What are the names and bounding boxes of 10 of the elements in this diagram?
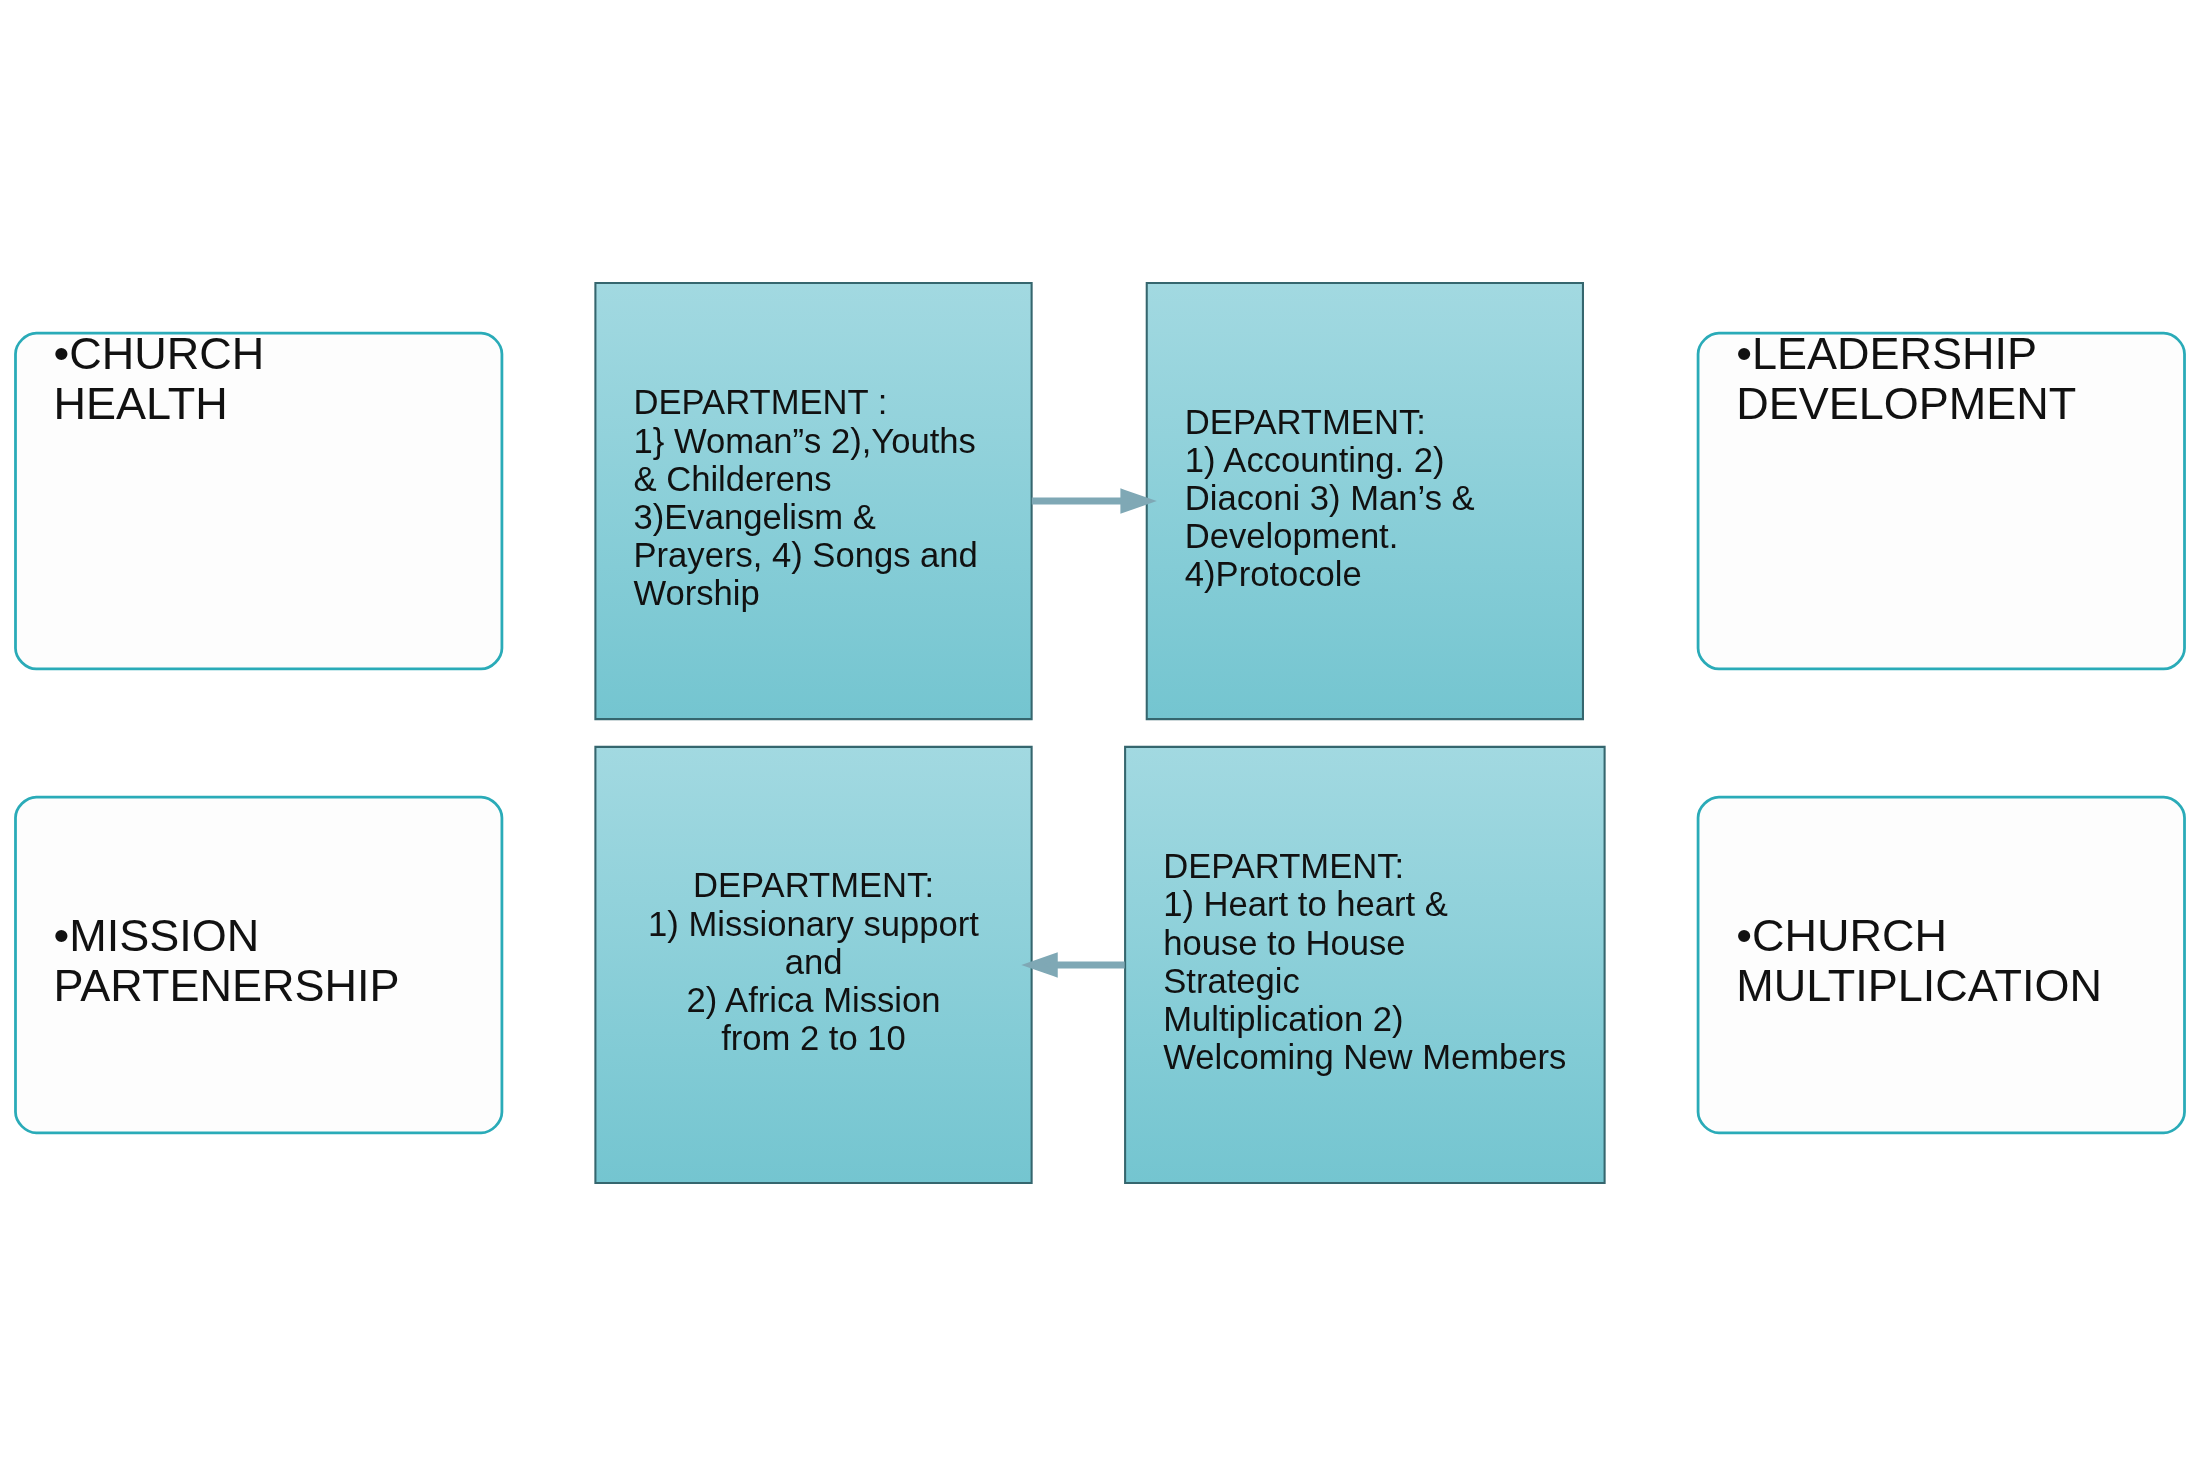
node-box: •CHURCH HEALTH [14,331,504,671]
node-box: DEPARTMENT: 1) Heart to heart & house to House Strategic Multiplication 2) Welcoming New Members [1124,745,1606,1185]
node-box: •LEADERSHIP DEVELOPMENT [1696,331,2186,671]
node-box: DEPARTMENT: 1) Missionary support and 2) Africa Mission from 2 to 10 [594,745,1033,1185]
arrow [1031,488,1157,514]
node-box: DEPARTMENT : 1} Woman”s 2),Youths & Childerens 3)Evangelism & Prayers, 4) Songs and Worship [594,281,1033,721]
arrow [1021,952,1125,978]
node-box: DEPARTMENT: 1) Accounting. 2) Diaconi 3) Man’s & Development. 4)Protocole [1145,281,1584,721]
node-box: •CHURCH MULTIPLICATION [1696,795,2186,1135]
node-box: •MISSION PARTENERSHIP [14,795,504,1135]
